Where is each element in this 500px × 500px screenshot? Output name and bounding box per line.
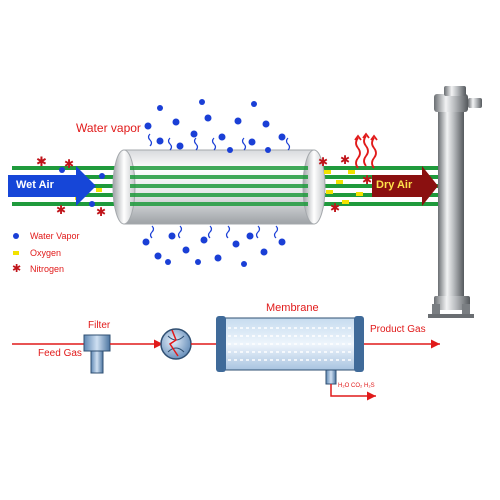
svg-text:✱: ✱ bbox=[330, 201, 340, 215]
vapor-particles-top bbox=[144, 99, 286, 153]
membrane-dryer-unit bbox=[428, 86, 482, 318]
svg-text:✱: ✱ bbox=[362, 173, 372, 187]
feed-gas-label: Feed Gas bbox=[38, 348, 82, 359]
dry-air-arrow bbox=[372, 166, 438, 206]
membrane-module bbox=[216, 316, 364, 385]
vapor-wiggles-bottom bbox=[149, 225, 279, 239]
svg-text:✱: ✱ bbox=[12, 262, 21, 275]
svg-text:✱: ✱ bbox=[96, 205, 106, 219]
water-vapor-title: Water vapor bbox=[76, 121, 141, 135]
legend-markers: ✱ bbox=[12, 233, 21, 275]
svg-text:✱: ✱ bbox=[36, 155, 47, 170]
filter-housing bbox=[83, 334, 111, 374]
legend-nitrogen: Nitrogen bbox=[30, 264, 65, 274]
membrane-tube bbox=[112, 149, 326, 225]
legend-water-vapor: Water Vapor bbox=[30, 231, 80, 241]
membrane-label: Membrane bbox=[266, 302, 319, 314]
svg-text:✱: ✱ bbox=[340, 153, 350, 167]
wet-air-label: Wet Air bbox=[16, 179, 54, 191]
vapor-wiggles-top bbox=[147, 133, 291, 151]
product-gas-label: Product Gas bbox=[370, 324, 426, 335]
vapor-particles-bottom bbox=[142, 232, 286, 267]
svg-text:✱: ✱ bbox=[64, 157, 74, 171]
compressor bbox=[160, 328, 192, 360]
wet-air-arrow bbox=[8, 166, 96, 206]
dry-air-label: Dry Air bbox=[376, 179, 413, 191]
heat-squiggles bbox=[354, 132, 378, 169]
permeate-line bbox=[330, 384, 376, 401]
molecules-outlet: ✱ ✱ ✱ ✱ bbox=[318, 153, 372, 215]
permeate-label: H₂O CO₂ H₂S bbox=[338, 383, 375, 389]
svg-text:✱: ✱ bbox=[318, 155, 328, 169]
svg-text:✱: ✱ bbox=[56, 203, 66, 217]
legend-oxygen: Oxygen bbox=[30, 248, 62, 258]
filter-label: Filter bbox=[88, 320, 111, 331]
